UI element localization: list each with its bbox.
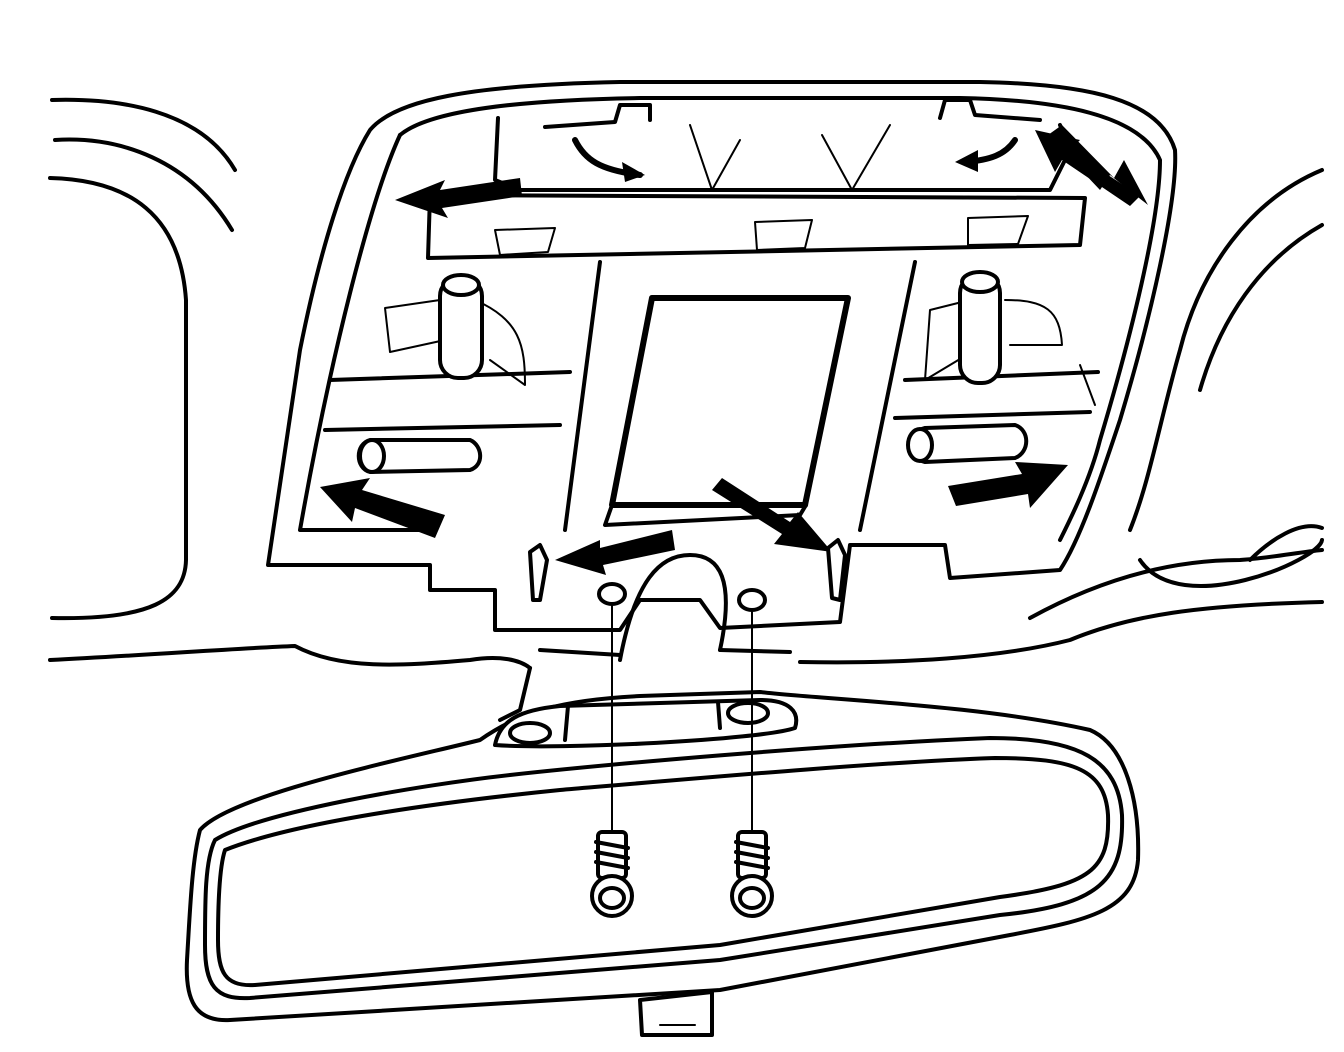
arrow-center-right <box>712 478 832 552</box>
clip-top-right <box>924 270 1063 385</box>
mirror-bracket <box>498 553 792 722</box>
clip-bottom-left <box>356 438 483 474</box>
arrow-center-left <box>555 530 675 575</box>
clip-top-left <box>384 273 526 386</box>
retaining-clips <box>356 270 1063 474</box>
arrow-left-bottom <box>320 478 445 538</box>
screw-right <box>730 830 774 918</box>
overhead-console <box>266 80 1178 632</box>
release-arrows <box>320 125 1148 575</box>
mounting-holes <box>597 582 767 612</box>
console-pins <box>528 538 847 602</box>
screw-guide-lines <box>611 605 753 831</box>
mounting-screws <box>590 830 774 918</box>
clip-bottom-right <box>906 423 1029 464</box>
headliner <box>48 97 1324 670</box>
rearview-mirror <box>184 690 1141 1037</box>
screw-left <box>590 830 634 918</box>
arrow-right-bottom <box>948 462 1068 508</box>
arrow-left-top <box>395 178 522 218</box>
arrow-right-top-b <box>1035 130 1140 206</box>
